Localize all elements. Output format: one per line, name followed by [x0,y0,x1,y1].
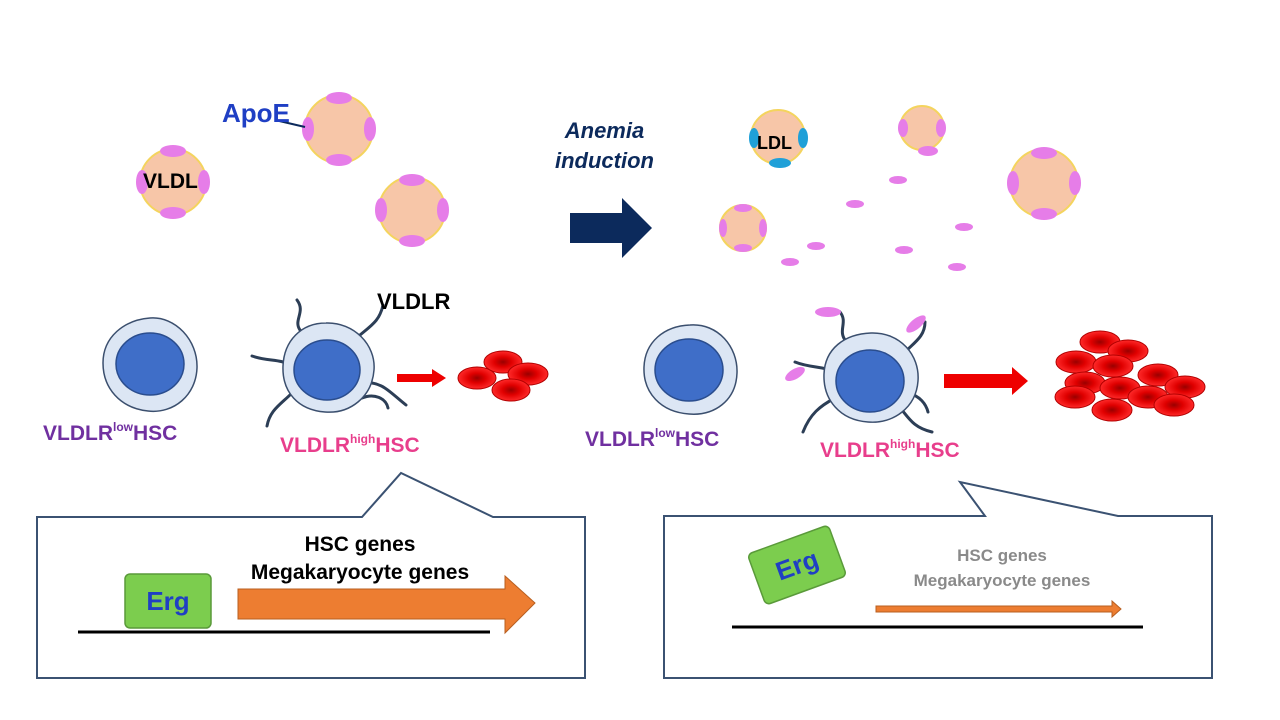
label-superscript: low [113,420,133,434]
label-prefix: VLDLR [43,422,113,445]
label-suffix: HSC [133,422,178,445]
label-suffix: HSC [675,428,720,451]
hsc-cell-vldlr-low-right [643,324,738,415]
hsc-cell-vldlr-high-left [250,298,408,428]
free-apoe-proteins [781,176,973,271]
vldlr-low-hsc-label-right: VLDLRlowHSC [585,426,719,452]
red-blood-cells-many [1054,330,1206,422]
label-superscript: high [890,437,916,451]
label-superscript: low [655,426,675,440]
megakaryocyte-genes-label: Megakaryocyte genes [250,561,470,584]
vldlr-high-hsc-label-left: VLDLRhighHSC [280,432,420,458]
gene-expression-arrow-strong [237,574,536,635]
erg-box-right [748,525,846,605]
vldlr-high-hsc-label-right: VLDLRhighHSC [820,437,960,463]
small-differentiation-arrow [397,369,446,387]
vldl-particle-1 [136,145,210,219]
vldlr-receptor-label: VLDLR [377,289,451,314]
label-prefix: VLDLR [280,434,350,457]
megakaryocyte-genes-label: Megakaryocyte genes [913,571,1091,590]
label-superscript: high [350,432,376,446]
red-blood-cells-few [457,350,549,402]
gene-expression-arrow-weak [875,599,1122,619]
anemia-induction-label: Anemia induction [555,116,654,176]
small-particle-2 [719,204,767,252]
hsc-cell-vldlr-high-right [785,307,934,434]
large-differentiation-arrow [944,367,1028,395]
vldl-particle-3 [375,174,449,247]
hsc-genes-label: HSC genes [304,533,416,556]
gene-labels-right: HSC genes Megakaryocyte genes [872,543,1132,593]
label-prefix: VLDLR [585,428,655,451]
label-suffix: HSC [915,439,960,462]
vldl-particle-4 [1007,147,1081,220]
anemia-label-line2: induction [555,148,654,173]
small-particle-1 [898,105,946,156]
vldl-label: VLDL [143,170,198,193]
gene-labels-left: HSC genes Megakaryocyte genes [220,531,500,587]
hsc-genes-label: HSC genes [957,546,1047,565]
anemia-label-line1: Anemia [564,118,645,143]
erg-label-left: Erg [146,586,190,616]
ldl-particle [749,109,808,168]
vldlr-low-hsc-label-left: VLDLRlowHSC [43,420,177,446]
callout-panel-right [663,480,1213,679]
hsc-cell-vldlr-low-left [102,317,198,413]
apoe-pointer-line [274,119,306,128]
label-prefix: VLDLR [820,439,890,462]
apoe-label: ApoE [222,98,290,128]
vldl-particle-2 [302,92,376,166]
label-suffix: HSC [375,434,420,457]
anemia-induction-arrow [570,198,652,258]
erg-box-left [124,573,212,629]
ldl-label: LDL [757,133,792,153]
